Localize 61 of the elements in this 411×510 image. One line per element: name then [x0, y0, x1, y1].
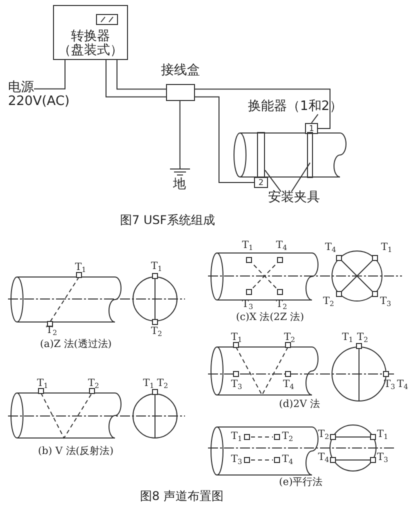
transducer-label: T$_{4}$	[325, 243, 336, 254]
power-label: 220V(AC)	[8, 95, 70, 110]
transducer-label: T$_{2}$	[323, 297, 334, 308]
transducer-label: T$_{4}$	[397, 380, 408, 391]
panel-caption: (c)X 法(2Z 法)	[236, 313, 304, 323]
transducer-label: T$_{4}$	[282, 455, 294, 466]
leader-line	[311, 114, 318, 124]
transducer-label: T$_{1}$	[143, 379, 154, 390]
transducer-box: 2	[254, 177, 268, 188]
device-label: 转换器	[70, 30, 111, 44]
transducer-label: T$_{2}$	[357, 333, 368, 344]
transducer-label: T$_{1}$	[342, 333, 354, 344]
transducer-label: T$_{2}$	[318, 430, 330, 441]
ground-label: 地	[173, 178, 186, 192]
transducer-label: T$_{2}$	[157, 379, 168, 390]
transducer-label: T$_{1}$	[377, 430, 388, 441]
transducer-label: T$_{1}$	[381, 243, 392, 254]
transducer-label: T$_{3}$	[384, 380, 396, 391]
transducer-label: T$_{3}$	[242, 300, 254, 311]
transducer-label: T$_{2}$	[88, 379, 100, 390]
transducer-label: T$_{1}$	[151, 262, 162, 273]
wire	[179, 100, 180, 166]
wire	[34, 60, 66, 90]
transducer-label: T$_{2}$	[46, 326, 58, 337]
clamp-band	[307, 132, 313, 178]
transducer-label: T$_{1}$	[231, 333, 242, 344]
panel-caption: (a)Z 法(透过法)	[40, 340, 112, 350]
transducer-box: 1	[305, 123, 318, 134]
box-label: 接线盒	[161, 64, 200, 78]
transducer-label: T$_{2}$	[282, 432, 294, 443]
transducer-label: T$_{1}$	[231, 432, 242, 443]
leader-line	[290, 162, 310, 192]
transducer-label: T$_{2}$	[276, 300, 288, 311]
transducer-label: T$_{3}$	[377, 453, 388, 464]
transducer-label: T$_{3}$	[231, 455, 242, 466]
wire	[194, 96, 254, 183]
figure-caption: 图8 声道布置图	[140, 490, 224, 502]
wire	[106, 60, 166, 98]
transducer-label: 换能器（1和2）	[248, 100, 343, 114]
wire	[194, 88, 330, 129]
leader-line	[264, 170, 282, 192]
converter-box	[53, 5, 128, 60]
transducer-label: T$_{4}$	[276, 241, 288, 252]
panel-caption: (e)平行法	[279, 478, 323, 488]
transducer-label: T$_{3}$	[231, 380, 242, 391]
clamp-label: 安装夹具	[268, 191, 320, 206]
panel-caption: (d)2V 法	[279, 400, 320, 410]
figure-caption: 图7 USF系统组成	[120, 214, 215, 226]
clamp-band	[257, 132, 265, 178]
wire	[116, 60, 166, 90]
device-label: （盘装式）	[57, 44, 124, 58]
transducer-label: T$_{3}$	[380, 297, 392, 308]
transducer-label: T$_{1}$	[37, 379, 48, 390]
transducer-label: T$_{2}$	[284, 333, 296, 344]
transducer-label: T$_{1}$	[242, 241, 254, 252]
transducer-label: T$_{2}$	[151, 327, 162, 338]
transducer-label: T$_{4}$	[283, 380, 294, 391]
panel-caption: (b) V 法(反射法)	[38, 447, 114, 457]
transducer-label: T$_{4}$	[318, 453, 330, 464]
power-label: 电源	[8, 81, 34, 95]
transducer-label: T$_{1}$	[75, 263, 86, 274]
